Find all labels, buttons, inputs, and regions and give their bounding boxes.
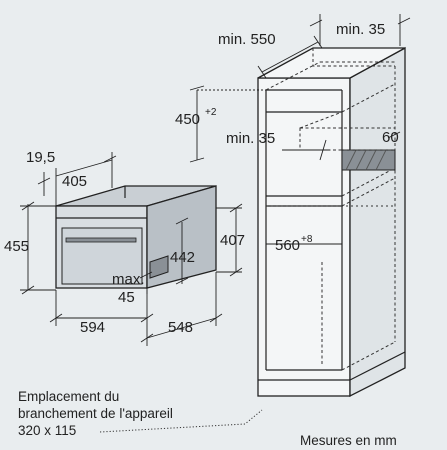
label-oven-width: 594 [80,319,105,336]
connection-leader-line [99,409,263,433]
label-niche-height-tol: +2 [205,107,217,118]
label-cabinet-side-min: min. 35 [336,21,385,38]
note-units: Mesures en mm [300,433,397,448]
label-oven-side-height: 407 [220,232,245,249]
label-max-value: 45 [118,289,135,306]
note-connection-line2: branchement de l'appareil [18,406,173,421]
cabinet-top [257,47,406,79]
label-oven-offset: 19,5 [26,149,55,166]
tall-cabinet [257,46,406,398]
note-connection-line1: Emplacement du [18,389,119,404]
hidden-edge [312,48,395,67]
label-ventilation-depth: 60 [382,129,399,146]
label-niche-width-tol: +8 [301,234,313,245]
cabinet-dimensions: min. 550 min. 35 450 +2 min. 35 60 560 +… [175,14,411,366]
label-oven-depth: 548 [168,319,193,336]
label-oven-inner-height: 442 [170,249,195,266]
cabinet-front [257,77,351,397]
oven-appliance [55,185,217,289]
label-niche-height: 450 [175,111,200,128]
note-connection-line3: 320 x 115 [18,423,76,438]
oven-door [61,227,143,285]
label-ventilation-min: min. 35 [226,130,275,147]
notes: Emplacement du branchement de l'appareil… [18,389,397,448]
label-oven-depth-top: 405 [62,173,87,190]
cabinet-side [349,46,406,398]
ventilation-opening [341,149,396,171]
label-oven-height: 455 [4,238,29,255]
label-cabinet-depth-min: min. 550 [218,31,276,48]
label-max: max. [112,271,145,288]
label-niche-width: 560 [275,237,300,254]
oven-dimensions: 19,5 405 455 442 407 max. 45 [4,149,245,346]
oven-handle [65,237,137,243]
